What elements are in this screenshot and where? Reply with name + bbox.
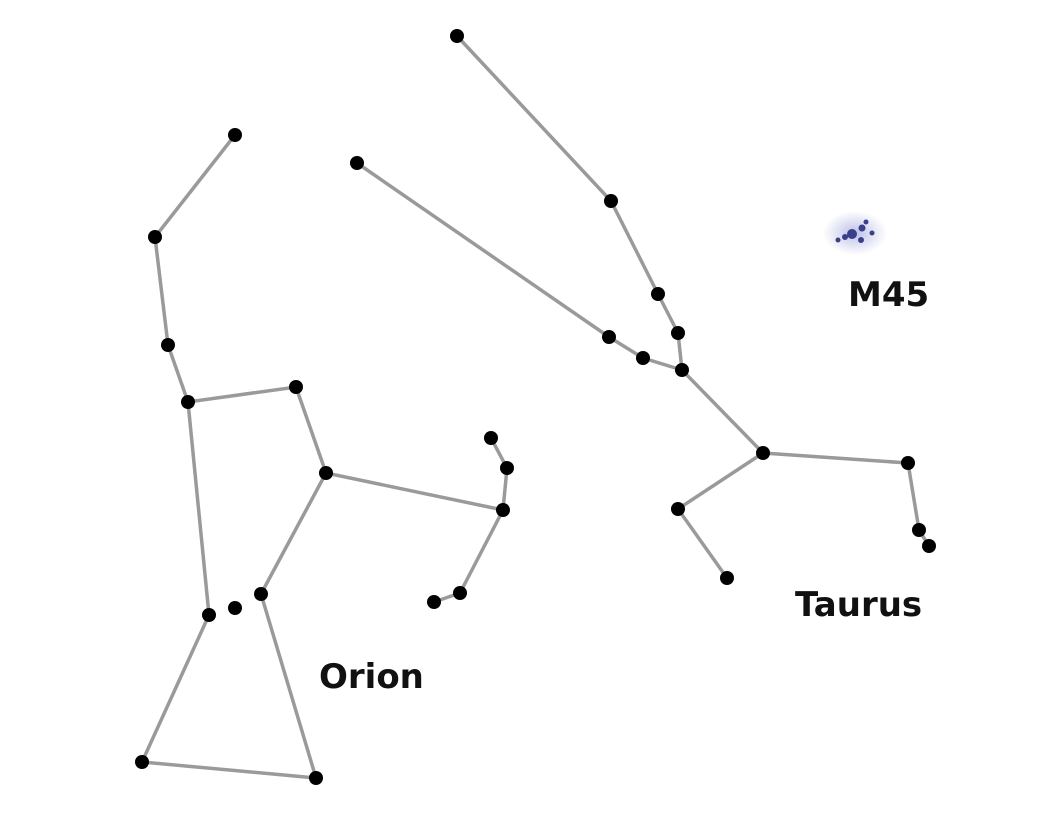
cluster-star [869, 230, 875, 236]
cluster-star [858, 224, 866, 232]
star [604, 194, 618, 208]
star [912, 523, 926, 537]
star [202, 608, 216, 622]
star [350, 156, 364, 170]
cluster-star [863, 219, 869, 225]
star [675, 363, 689, 377]
star [636, 351, 650, 365]
taurus-label: Taurus [795, 585, 922, 625]
taurus-east-line [761, 451, 931, 548]
star [319, 466, 333, 480]
star [254, 587, 268, 601]
star [922, 539, 936, 553]
orion-label: Orion [319, 657, 424, 697]
star [602, 330, 616, 344]
star [720, 571, 734, 585]
star [148, 230, 162, 244]
taurus-west-line [675, 451, 765, 580]
star [181, 395, 195, 409]
star [161, 338, 175, 352]
cluster-star [858, 237, 864, 243]
m45-label: M45 [848, 275, 929, 315]
cluster-star [842, 234, 848, 240]
star [228, 601, 242, 615]
cluster-star [835, 237, 841, 243]
star [309, 771, 323, 785]
star [289, 380, 303, 394]
star [496, 503, 510, 517]
star [651, 287, 665, 301]
star [450, 29, 464, 43]
taurus-constellation: Taurus [350, 29, 936, 625]
cluster-star [847, 229, 857, 239]
star [671, 326, 685, 340]
taurus-south-horn-line [355, 161, 765, 455]
star [901, 456, 915, 470]
orion-shield-line [432, 436, 509, 604]
orion-club-line [153, 133, 505, 512]
m45-cluster: M45 [823, 211, 929, 315]
star [671, 502, 685, 516]
star [228, 128, 242, 142]
star [427, 595, 441, 609]
taurus-stars [350, 29, 936, 585]
star [453, 586, 467, 600]
orion-body-left-line [139, 400, 328, 780]
star [756, 446, 770, 460]
star [500, 461, 514, 475]
star [135, 755, 149, 769]
star [484, 431, 498, 445]
orion-stars [135, 128, 514, 785]
orion-constellation: Orion [135, 128, 514, 785]
taurus-north-horn-line [455, 34, 684, 372]
